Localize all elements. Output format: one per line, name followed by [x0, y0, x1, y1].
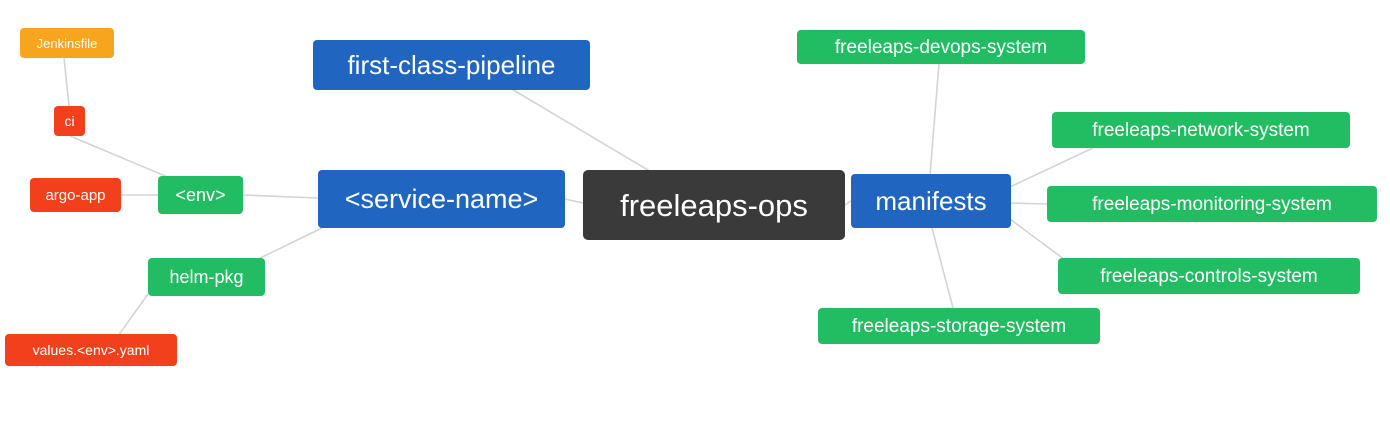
edge-servicename-freeleapsops: [564, 198, 584, 204]
edge-manifests-network: [1009, 146, 1096, 188]
node-freeleaps-network-system[interactable]: freeleaps-network-system: [1052, 112, 1350, 148]
edge-manifests-devops: [929, 63, 940, 176]
node-freeleaps-ops-root[interactable]: freeleaps-ops: [583, 170, 845, 240]
edge-ci-env: [69, 135, 171, 179]
node-values-env-yaml[interactable]: values.<env>.yaml: [5, 334, 177, 366]
node-env[interactable]: <env>: [158, 176, 243, 214]
edge-manifests-storage: [931, 227, 954, 309]
edge-pipeline-freeleapsops: [509, 87, 659, 177]
edge-manifests-monitoring: [1010, 202, 1048, 205]
edge-freeleapsops-manifests: [844, 200, 852, 206]
edge-jenkinsfile-ci: [63, 57, 70, 107]
edge-env-servicename: [242, 194, 319, 199]
node-service-name[interactable]: <service-name>: [318, 170, 565, 228]
node-jenkinsfile[interactable]: Jenkinsfile: [20, 28, 114, 58]
node-freeleaps-devops-system[interactable]: freeleaps-devops-system: [797, 30, 1085, 64]
node-manifests[interactable]: manifests: [851, 174, 1011, 228]
node-freeleaps-storage-system[interactable]: freeleaps-storage-system: [818, 308, 1100, 344]
node-helm-pkg[interactable]: helm-pkg: [148, 258, 265, 296]
node-first-class-pipeline[interactable]: first-class-pipeline: [313, 40, 590, 90]
node-ci[interactable]: ci: [54, 106, 85, 136]
edge-manifests-controls: [1009, 218, 1066, 261]
edge-servicename-helmpkg: [251, 227, 323, 263]
node-freeleaps-monitoring-system[interactable]: freeleaps-monitoring-system: [1047, 186, 1377, 222]
node-freeleaps-controls-system[interactable]: freeleaps-controls-system: [1058, 258, 1360, 294]
edge-helmpkg-values: [117, 293, 149, 337]
node-argo-app[interactable]: argo-app: [30, 178, 121, 212]
